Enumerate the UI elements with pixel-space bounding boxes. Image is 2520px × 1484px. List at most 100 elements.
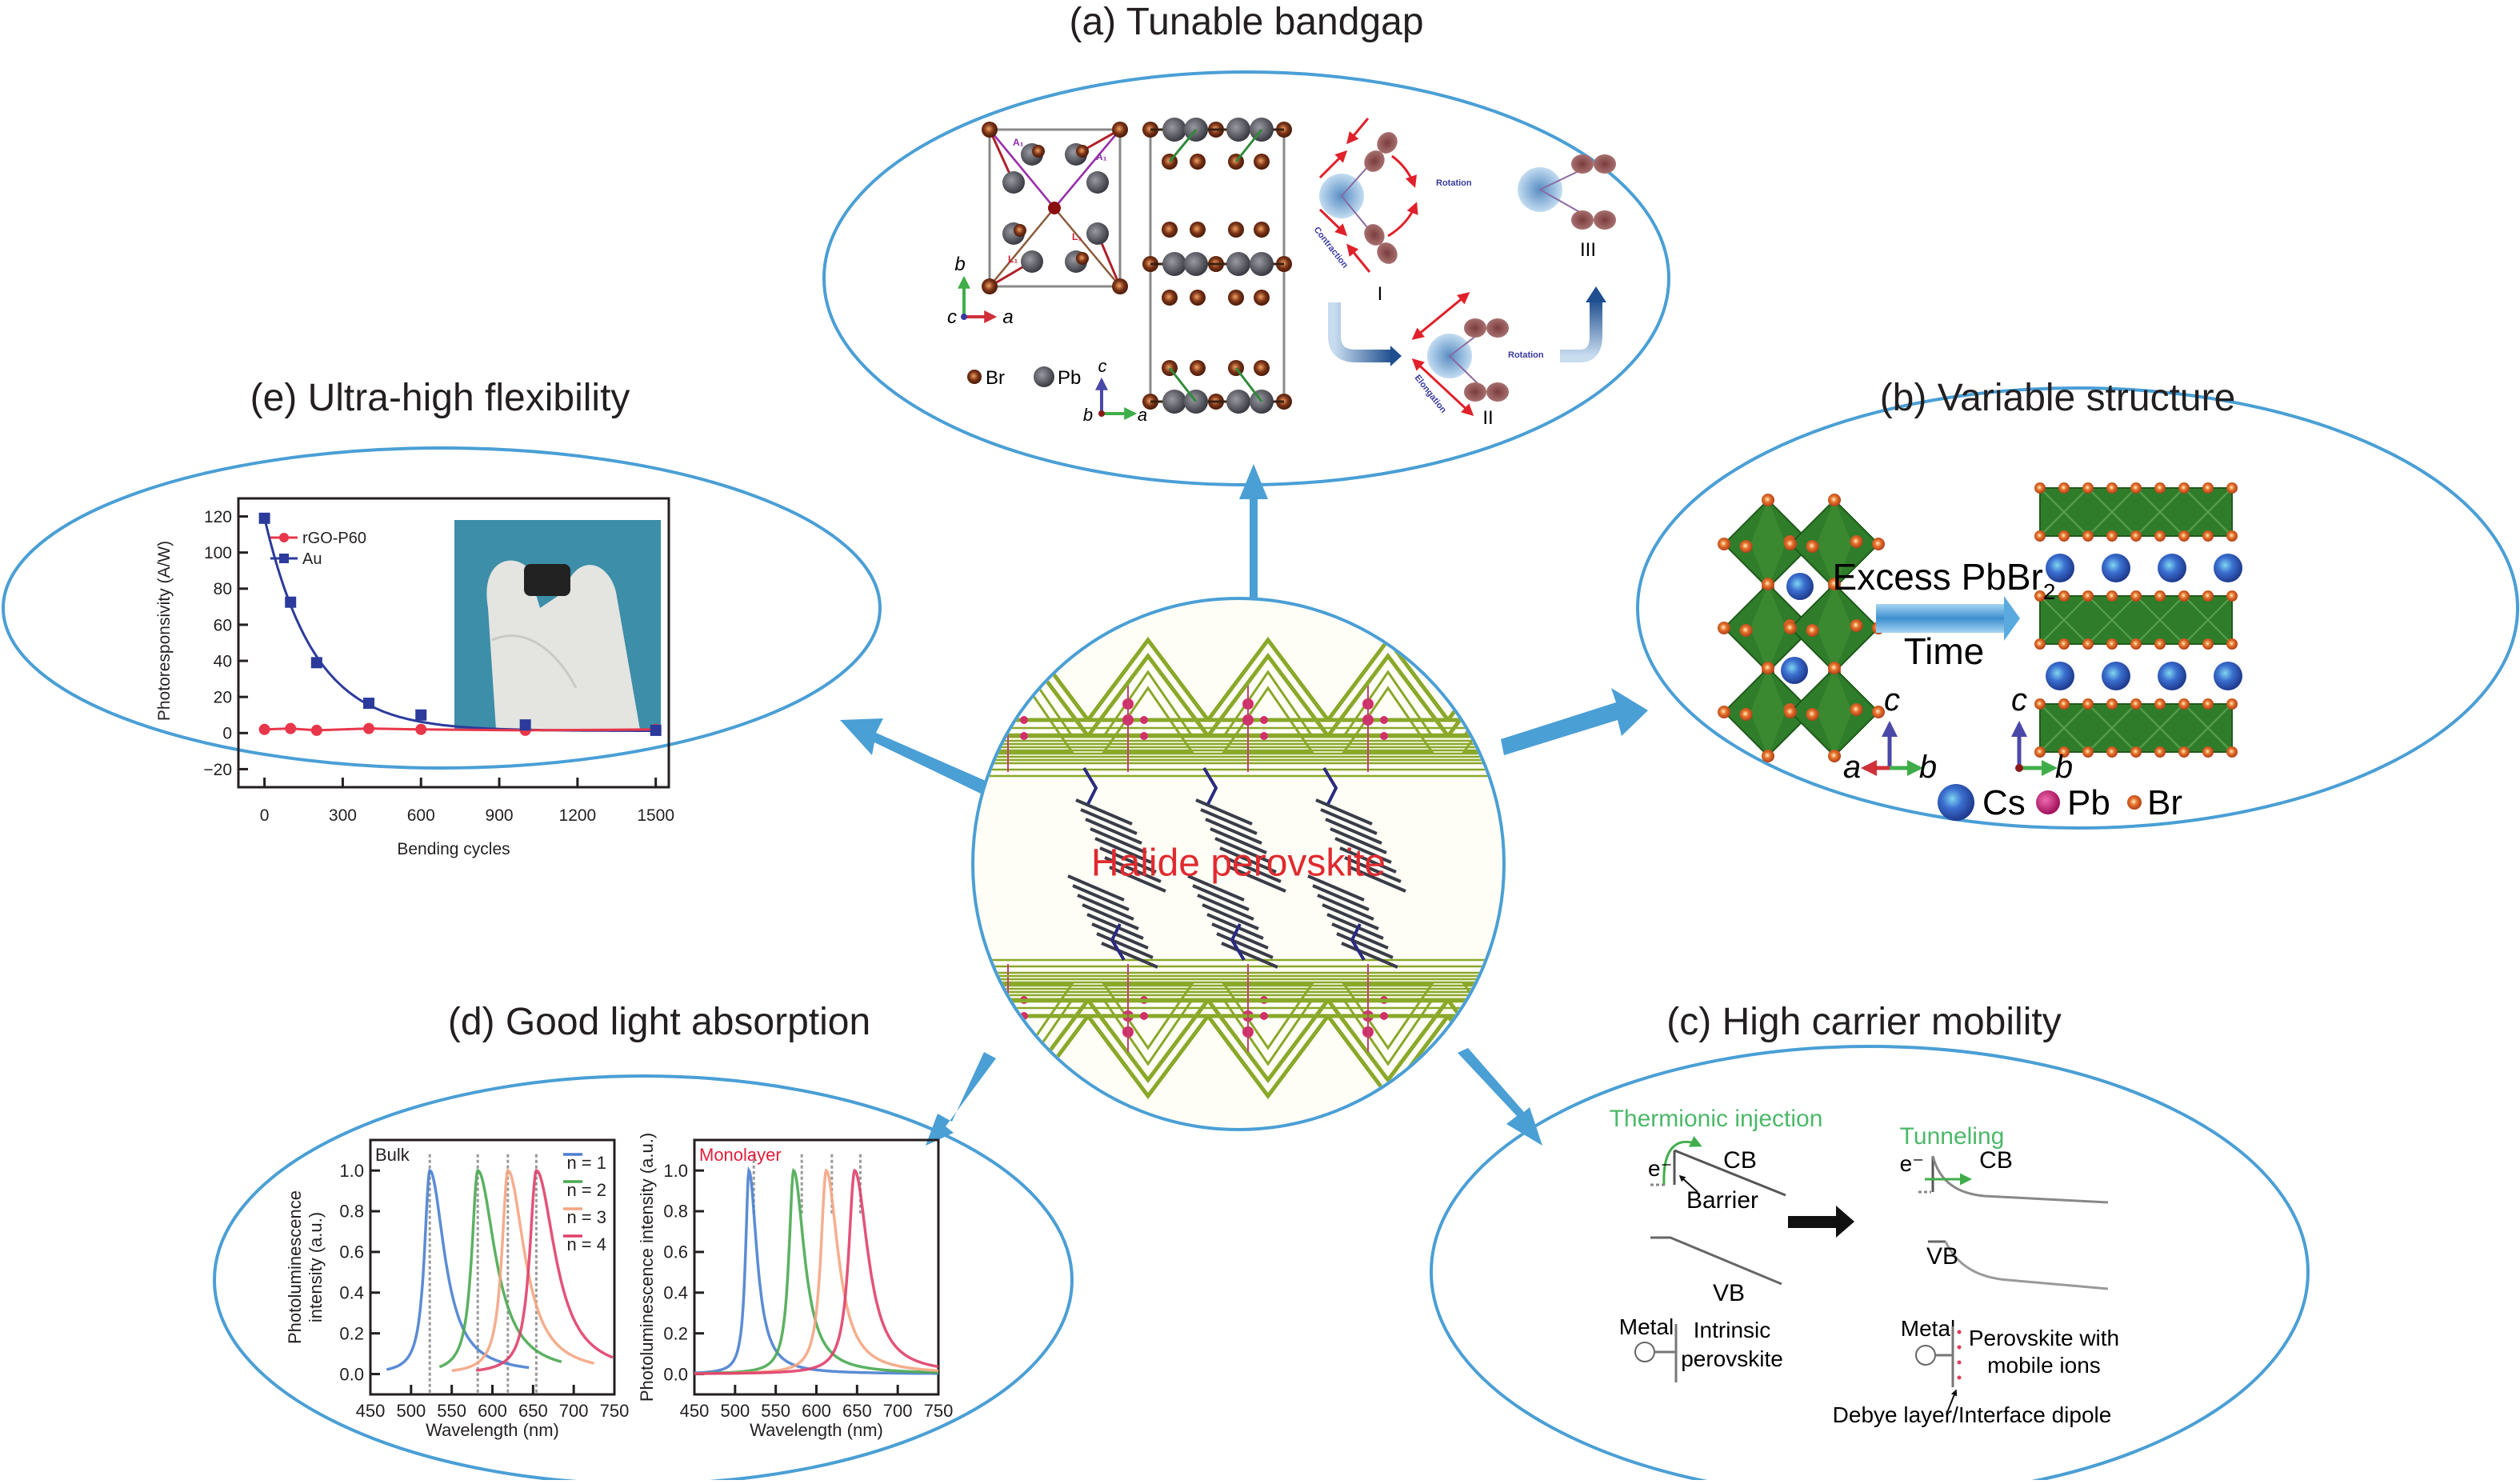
- pb-atom: [1226, 252, 1250, 276]
- vb-label-right: VB: [1926, 1243, 1958, 1270]
- panel-d-title: (d) Good light absorption: [447, 1001, 871, 1043]
- pb-atom: [1021, 250, 1043, 273]
- br-atom: [2058, 482, 2070, 494]
- y-tick-label: 100: [204, 544, 232, 562]
- y-tick-label: 0.2: [339, 1323, 364, 1343]
- br-atom: [1850, 703, 1863, 716]
- br-atom: [1806, 540, 1819, 553]
- br-atom: [1828, 494, 1841, 506]
- y-tick-label: 0.0: [339, 1364, 364, 1384]
- octahedron-face: [1817, 584, 1852, 672]
- br-atom: [2106, 530, 2118, 542]
- au-point: [285, 596, 297, 608]
- organic-chain: [1317, 894, 1374, 921]
- legend-pb-label: Pb: [1058, 367, 1081, 389]
- br-atom: [2034, 530, 2046, 542]
- br-atom: [2202, 746, 2214, 758]
- pb-atom: [1250, 252, 1274, 276]
- pbbr-layer: [2039, 703, 2233, 753]
- br-legend-icon: [967, 370, 982, 384]
- pb-atom: [1380, 1012, 1388, 1020]
- layer-edge: [2183, 487, 2233, 537]
- br-atom: [1162, 290, 1178, 306]
- br-atom: [2058, 638, 2070, 650]
- panel-c-title: (c) High carrier mobility: [1666, 1001, 2062, 1043]
- pb-atom: [1086, 222, 1109, 245]
- band-diagram-tunneling: Tunneling e⁻ CB VB: [1900, 1123, 2109, 1290]
- rgo-point: [363, 722, 375, 734]
- orbital-lobe: [1594, 154, 1616, 174]
- elongation-arrow: [1411, 292, 1470, 340]
- pb-atom: [1260, 732, 1268, 740]
- metal-label-left: Metal: [1619, 1314, 1674, 1339]
- metal-label-right: Metal: [1901, 1316, 1955, 1341]
- br-atom: [1112, 122, 1128, 138]
- br-atom: [1718, 622, 1730, 634]
- legend-label: n = 3: [566, 1207, 606, 1227]
- organic-chain: [1187, 874, 1245, 902]
- organic-chain: [1082, 903, 1139, 930]
- panel-c-ellipse: [1430, 1045, 2310, 1484]
- monolayer-label: Monolayer: [699, 1145, 782, 1165]
- layer-edge: [2135, 487, 2185, 537]
- y-tick-label: −20: [203, 761, 232, 779]
- halide-orbital: [1464, 382, 1509, 402]
- angle-line: [989, 129, 1055, 209]
- br-atom: [2202, 530, 2214, 542]
- x-tick-label: 750: [924, 1401, 954, 1421]
- panel-b-title: (b) Variable structure: [1879, 377, 2236, 419]
- br-atom: [2202, 482, 2214, 494]
- organic-chain: [1195, 798, 1253, 826]
- halide-orbital: [1571, 154, 1616, 174]
- br-atom: [2082, 746, 2094, 758]
- elongation-arrow: [1411, 358, 1474, 417]
- pb-atom: [1020, 716, 1028, 724]
- x-tick-label: 1200: [559, 806, 597, 825]
- y-axis-title: Photoluminescence intensity (a.u.): [637, 1133, 657, 1402]
- x-tick-label: 550: [761, 1401, 790, 1421]
- pb-atom: [1184, 252, 1208, 276]
- br-atom: [1190, 154, 1206, 170]
- organic-chain: [1219, 846, 1277, 874]
- orbital-lobe: [1486, 382, 1509, 402]
- octahedron-face: [1750, 584, 1786, 672]
- angle-line: [1054, 129, 1121, 209]
- bond-label-a1: A₁: [1013, 137, 1024, 148]
- br-atom: [2106, 698, 2118, 710]
- cs-atom: [1781, 657, 1808, 684]
- organic-chain: [1224, 856, 1282, 883]
- organic-chain: [1104, 856, 1162, 883]
- y-tick-label: 0.6: [339, 1242, 364, 1262]
- pb-atom: [1086, 171, 1109, 194]
- br-atom: [1872, 706, 1885, 718]
- arrow-to-panel-a: [1239, 464, 1268, 598]
- axis-b-left-b: b: [1919, 750, 1937, 785]
- br-atom: [1739, 624, 1753, 637]
- pb-atom: [1226, 390, 1250, 414]
- rotation-arrow: [1387, 202, 1418, 238]
- br-atom: [2226, 638, 2238, 650]
- br-atom: [2154, 638, 2166, 650]
- elongation-label: Elongation: [1413, 373, 1449, 414]
- br-atom: [2226, 530, 2238, 542]
- br-atom: [2130, 590, 2142, 602]
- tunneling-label: Tunneling: [1900, 1123, 2005, 1150]
- axis-b-right-b: b: [2055, 750, 2073, 785]
- br-atom: [2178, 482, 2190, 494]
- organic-chain: [1331, 922, 1389, 950]
- br-atom: [1784, 622, 1797, 634]
- axis-b-right-c: c: [2011, 682, 2027, 718]
- octahedron-face: [1817, 668, 1852, 756]
- organic-chain: [1197, 894, 1254, 921]
- organic-chain: [1349, 866, 1406, 893]
- x-tick-label: 300: [329, 806, 357, 825]
- flexible-device: [524, 564, 570, 596]
- br-atom: [1762, 578, 1774, 590]
- center-circle: [971, 597, 1506, 1131]
- br-atom: [2082, 698, 2094, 710]
- br-atom: [2154, 530, 2166, 542]
- x-tick-label: 700: [883, 1401, 913, 1421]
- pl-curve-n3: [451, 1168, 595, 1373]
- y-tick-label: 0.4: [339, 1283, 364, 1303]
